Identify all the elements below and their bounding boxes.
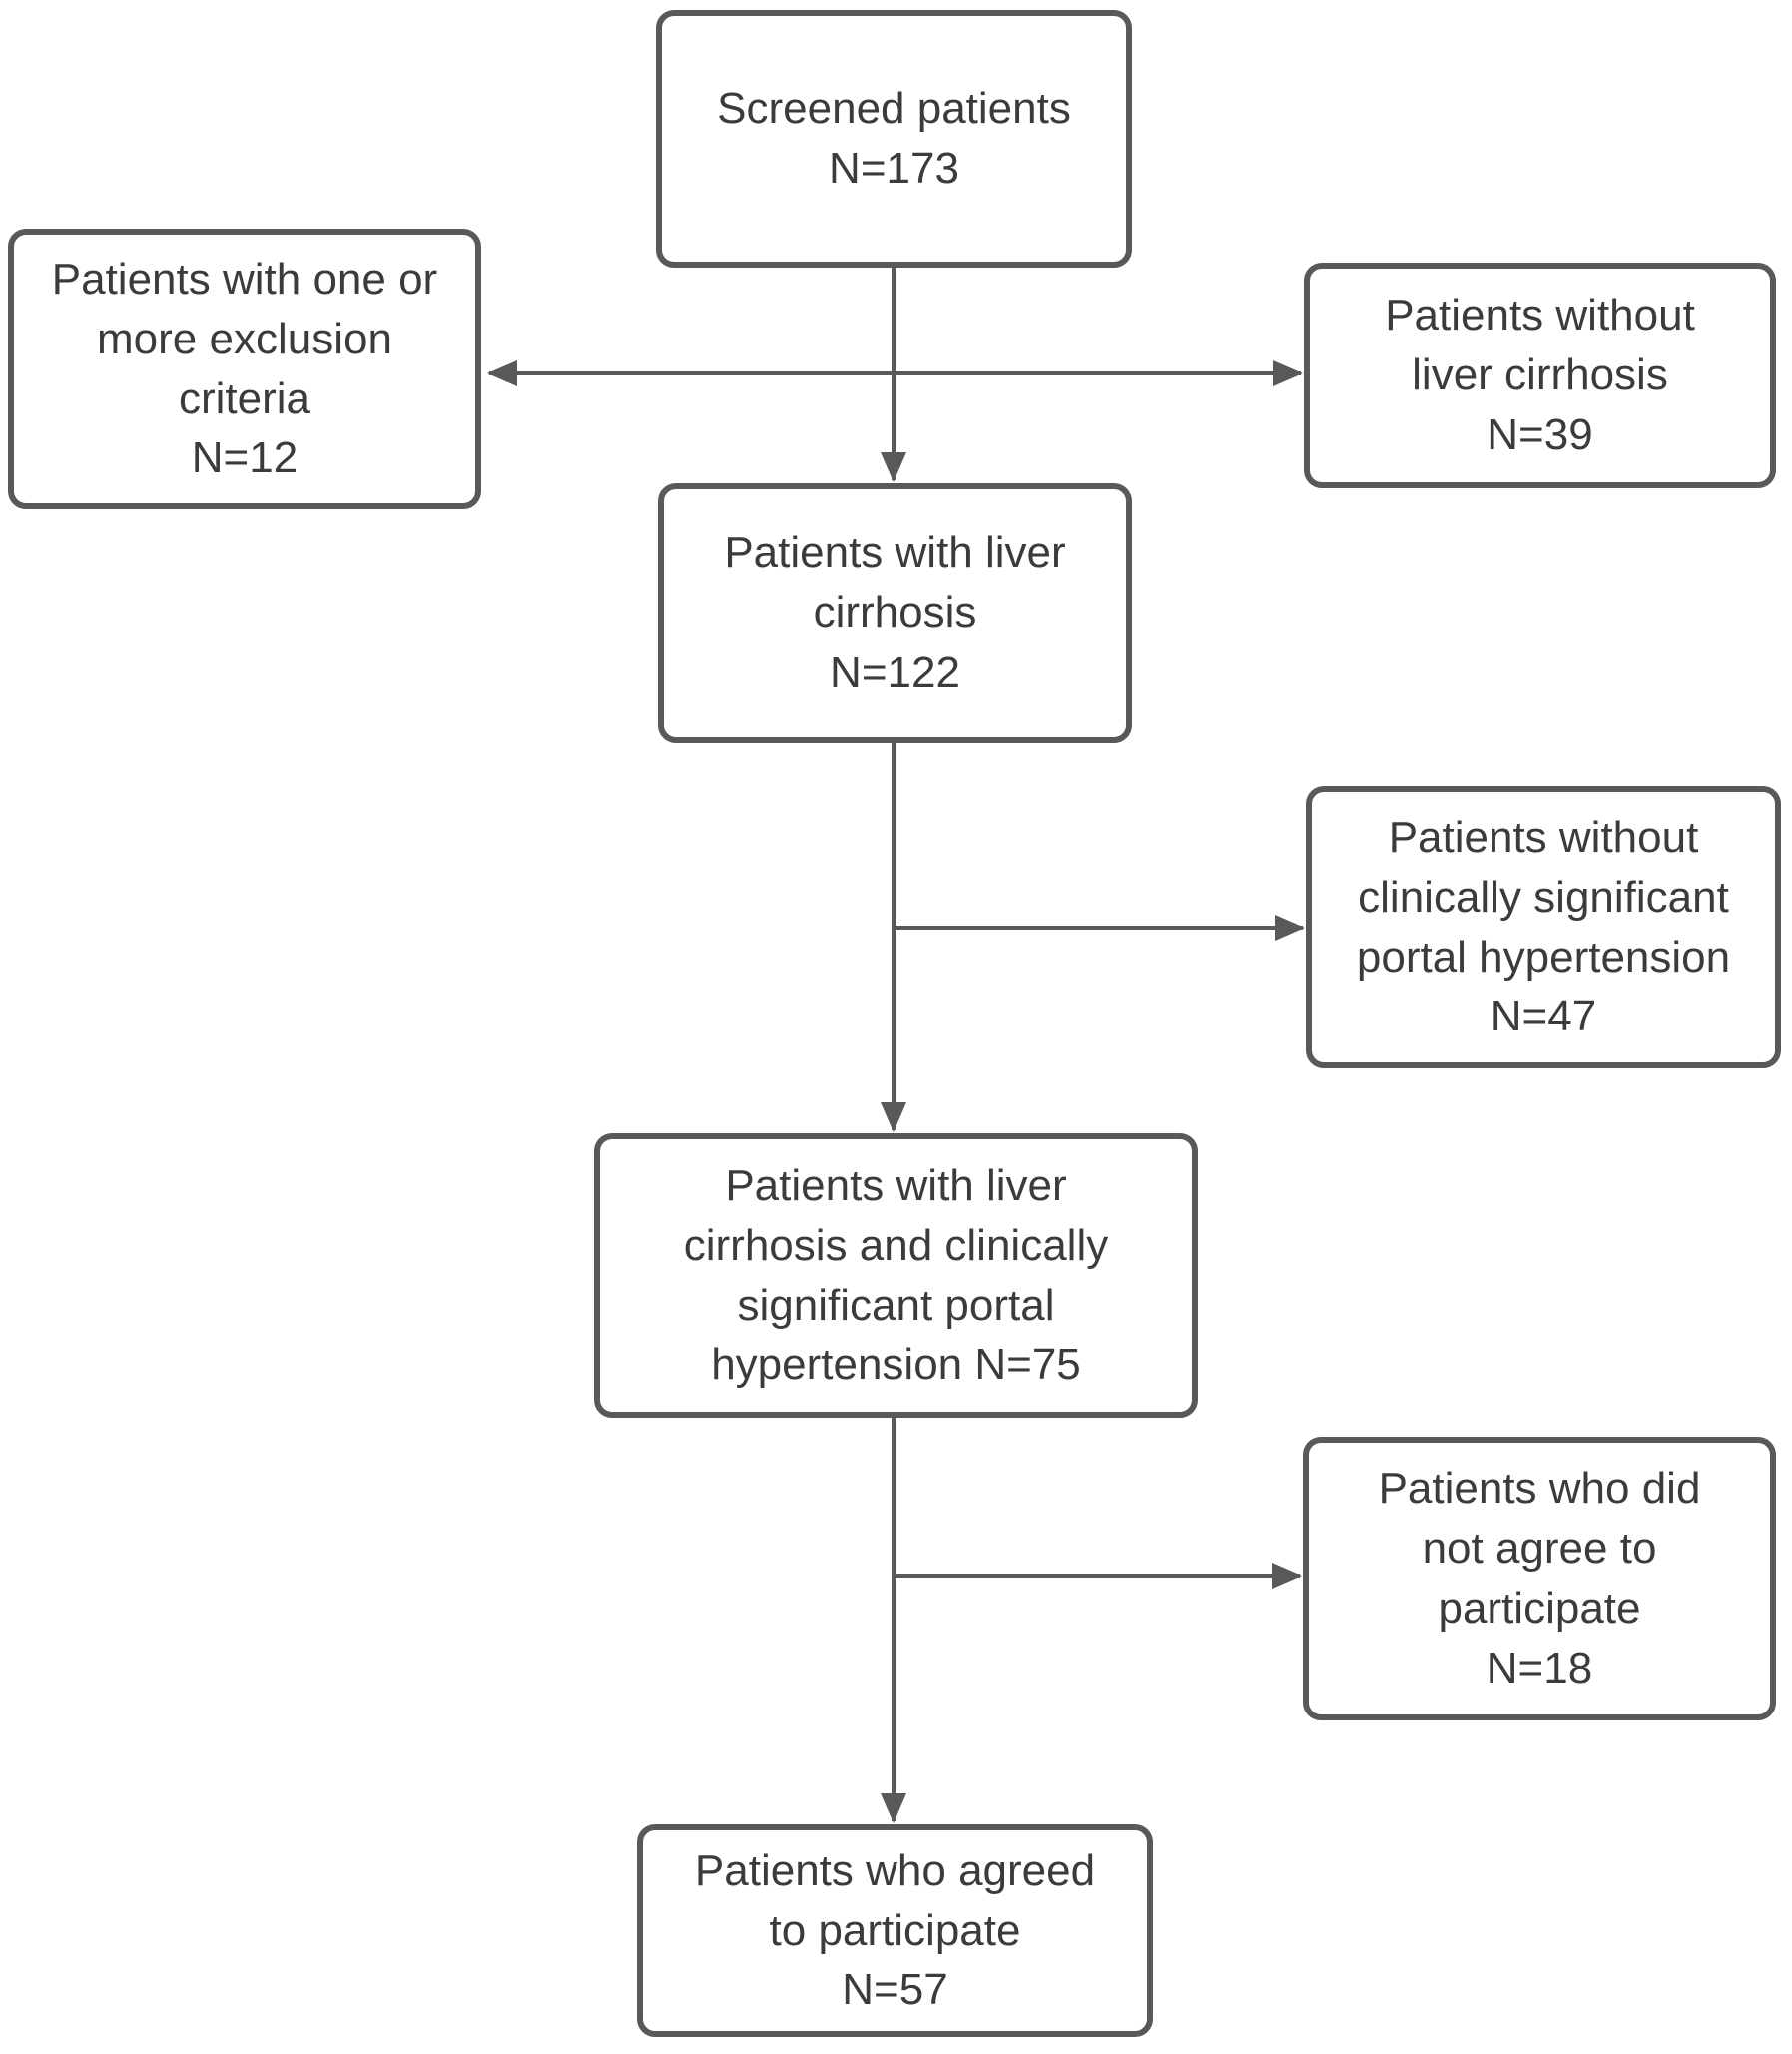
node-did-not-agree: Patients who did not agree to participat… — [1303, 1437, 1776, 1720]
node-cirrhosis-and-csph: Patients with liver cirrhosis and clinic… — [594, 1133, 1198, 1418]
node-screened-patients-label: Screened patients N=173 — [717, 84, 1071, 193]
node-exclusion-criteria-label: Patients with one or more exclusion crit… — [51, 254, 438, 483]
node-agreed-to-participate: Patients who agreed to participate N=57 — [637, 1824, 1153, 2037]
node-without-csph: Patients without clinically significant … — [1306, 786, 1781, 1068]
node-without-liver-cirrhosis: Patients without liver cirrhosis N=39 — [1304, 263, 1776, 488]
node-cirrhosis-and-csph-label: Patients with liver cirrhosis and clinic… — [683, 1160, 1109, 1390]
node-agreed-to-participate-label: Patients who agreed to participate N=57 — [694, 1845, 1096, 2015]
node-without-liver-cirrhosis-label: Patients without liver cirrhosis N=39 — [1385, 291, 1695, 459]
node-screened-patients: Screened patients N=173 — [656, 10, 1132, 268]
node-without-csph-label: Patients without clinically significant … — [1356, 812, 1731, 1041]
node-liver-cirrhosis-label: Patients with liver cirrhosis N=122 — [724, 528, 1066, 697]
node-did-not-agree-label: Patients who did not agree to participat… — [1378, 1464, 1701, 1693]
node-exclusion-criteria: Patients with one or more exclusion crit… — [8, 229, 481, 509]
node-liver-cirrhosis: Patients with liver cirrhosis N=122 — [658, 483, 1132, 743]
